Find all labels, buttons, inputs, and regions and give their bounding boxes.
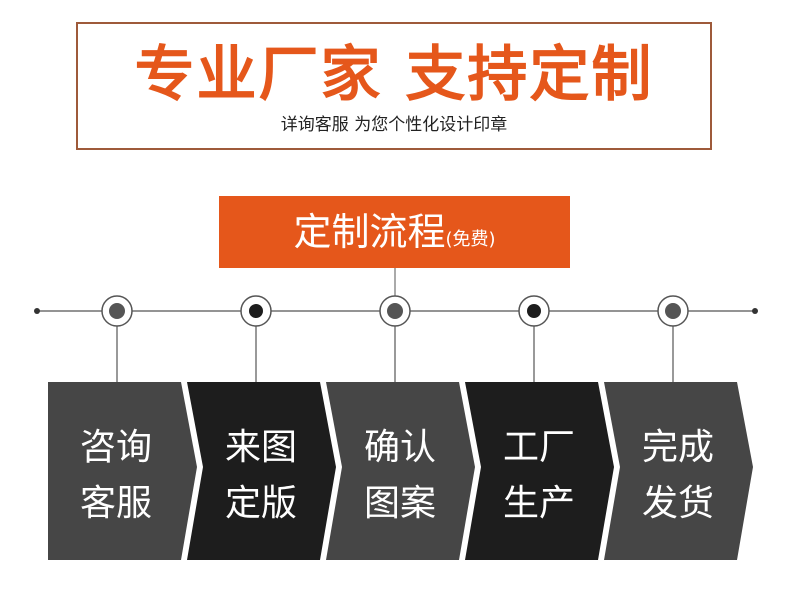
process-title: 定制流程: [293, 210, 446, 254]
step-label-line2: 发货: [641, 483, 714, 524]
process-title-box: 定制流程(免费): [219, 196, 570, 268]
step-label-line1: 来图: [224, 427, 297, 468]
timeline-node-center: [527, 304, 541, 318]
step-card: [187, 382, 336, 560]
step-label: 完成发货: [628, 420, 728, 530]
step-label-line1: 咨询: [79, 427, 152, 468]
step-label: 咨询客服: [66, 420, 166, 530]
step-label-line2: 图案: [363, 483, 436, 524]
step-label: 工厂生产: [489, 420, 589, 530]
step-label-line2: 生产: [502, 483, 575, 524]
banner-title: 专业厂家 支持定制: [134, 40, 654, 110]
timeline-node-center: [109, 303, 125, 319]
step-card: [465, 382, 614, 560]
timeline-node-center: [387, 303, 403, 319]
timeline-node-center: [665, 303, 681, 319]
step-card: [604, 382, 753, 560]
process-note: (免费): [445, 229, 496, 250]
timeline-end-dot: [752, 308, 758, 314]
step-label: 确认图案: [350, 420, 450, 530]
step-card: [326, 382, 475, 560]
step-card: [48, 382, 197, 560]
header-banner: 专业厂家 支持定制 详询客服 为您个性化设计印章: [76, 22, 712, 150]
timeline-node-center: [249, 304, 263, 318]
step-label: 来图定版: [211, 420, 311, 530]
step-label-line1: 工厂: [502, 427, 575, 468]
step-label-line1: 确认: [363, 427, 436, 468]
step-label-line2: 定版: [224, 483, 297, 524]
step-label-line2: 客服: [79, 483, 152, 524]
timeline-start-dot: [34, 308, 40, 314]
banner-subtitle: 详询客服 为您个性化设计印章: [280, 115, 508, 135]
step-label-line1: 完成: [641, 427, 714, 468]
